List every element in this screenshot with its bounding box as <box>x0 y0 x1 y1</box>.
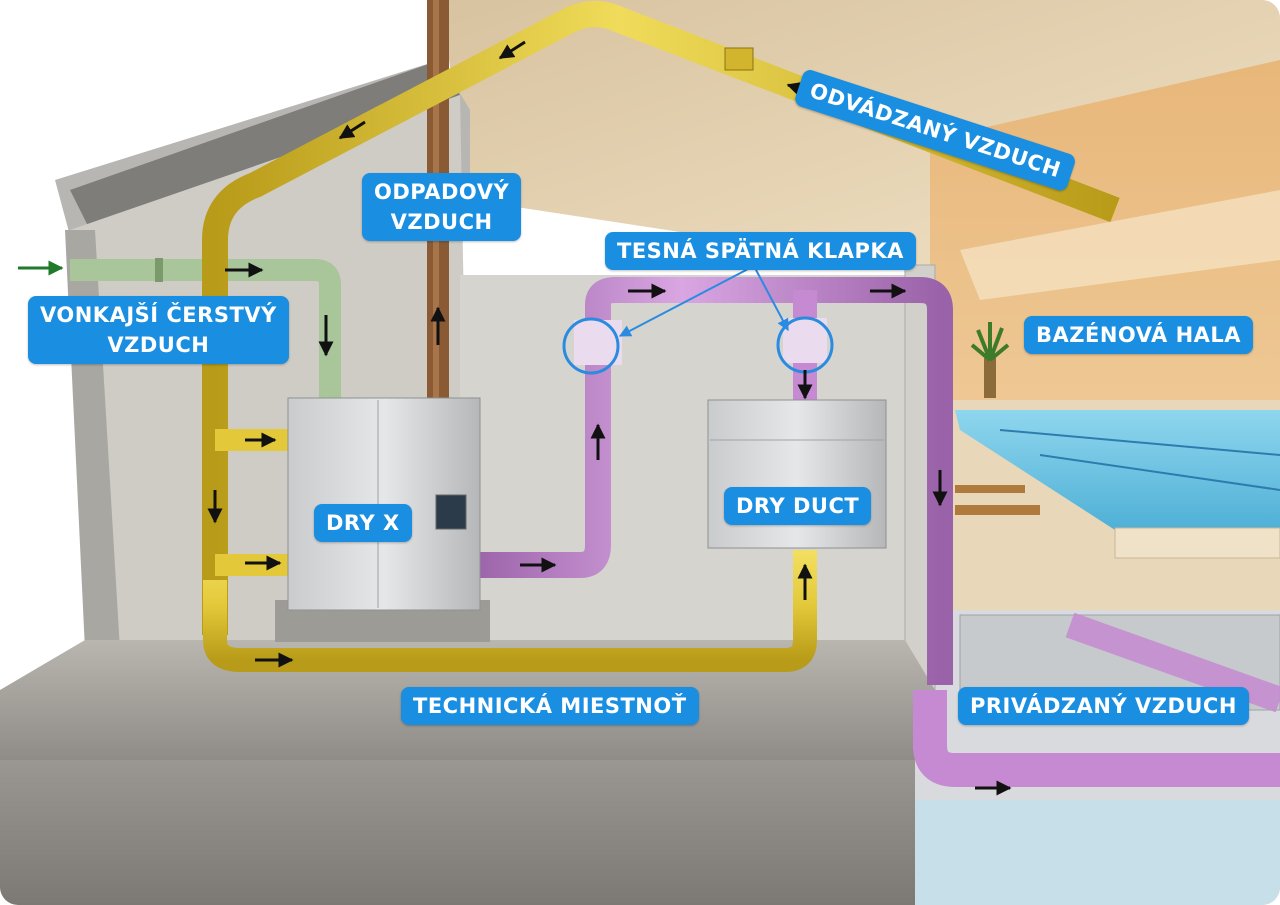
pool-lane-line <box>1039 454 1280 491</box>
label-technical-room: TECHNICKÁ MIESTNOŤ <box>401 687 699 725</box>
foundation <box>0 760 915 905</box>
duct-joint <box>155 258 163 282</box>
label-waste-air: ODPADOVÝ VZDUCH <box>362 173 522 241</box>
roof-edge <box>70 60 460 230</box>
lounger <box>955 485 1025 493</box>
label-dry-duct: DRY DUCT <box>724 487 872 525</box>
dry-x-control-panel <box>435 494 467 530</box>
hall-window-strip <box>960 190 1280 300</box>
ceiling-grille <box>724 47 754 71</box>
plant <box>970 322 1010 362</box>
check-damper-right <box>783 318 827 363</box>
label-pool-hall: BAZÉNOVÁ HALA <box>1024 316 1254 354</box>
label-supply-air: PRIVÁDZANÝ VZDUCH <box>958 687 1249 725</box>
lounger <box>955 505 1040 515</box>
flow-arrows <box>18 40 1012 796</box>
dry-duct-unit <box>707 399 887 549</box>
exhaust-duct-roof <box>202 1 1120 635</box>
pool-lane-line <box>999 429 1280 456</box>
label-dry-x: DRY X <box>314 504 412 542</box>
swimming-pool <box>955 410 1280 530</box>
exhaust-return-loop <box>203 550 817 672</box>
fresh-air-duct <box>70 259 341 400</box>
arrow <box>338 120 366 140</box>
arrow <box>498 40 526 60</box>
damper-highlight-left <box>562 317 620 375</box>
pointer-to-left-damper <box>618 267 751 337</box>
pool-edge <box>1114 527 1280 559</box>
label-check-damper: TESNÁ SPÄTNÁ KLAPKA <box>605 232 916 270</box>
basement-floor <box>915 800 1280 905</box>
label-fresh-air: VONKAJŠÍ ČERSTVÝ VZDUCH <box>28 296 289 364</box>
supply-duct <box>470 277 953 685</box>
pointer-to-right-damper <box>754 267 789 332</box>
plant-pot <box>984 358 996 398</box>
